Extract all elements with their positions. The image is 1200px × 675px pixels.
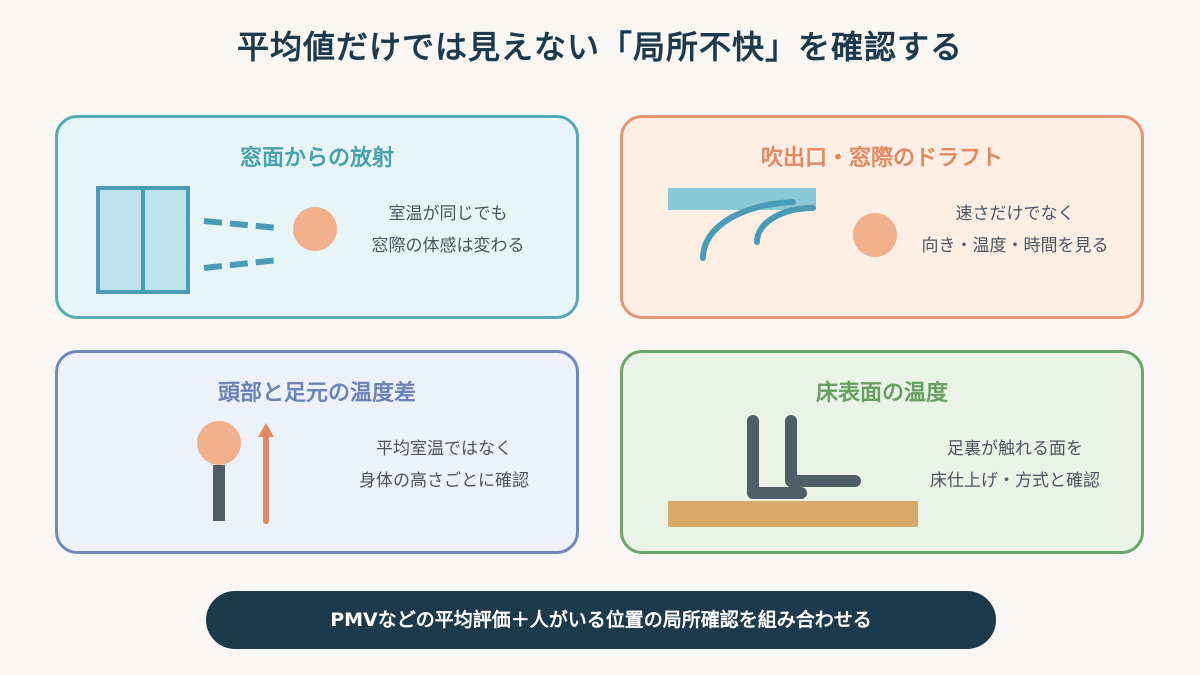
card-description: 平均室温ではなく 身体の高さごとに確認 — [334, 433, 554, 497]
card-window-radiation: 窓面からの放射 室温が同じでも 窓際の体感は変わる — [55, 115, 579, 319]
summary-banner: PMVなどの平均評価＋人がいる位置の局所確認を組み合わせる — [206, 591, 996, 649]
description-line: 床仕上げ・方式と確認 — [930, 471, 1100, 491]
description-line: 向き・温度・時間を見る — [921, 236, 1109, 256]
floor-temperature-illustration — [668, 415, 918, 527]
feet-icon — [747, 415, 861, 499]
description-line: 足裏が触れる面を — [947, 439, 1083, 459]
description-line: 室温が同じでも — [388, 204, 508, 224]
person-icon — [853, 213, 897, 257]
card-description: 速さだけでなく 向き・温度・時間を見る — [905, 198, 1125, 262]
arrow-up-icon — [258, 423, 274, 524]
draft-illustration — [668, 188, 897, 261]
card-title: 窓面からの放射 — [239, 146, 394, 171]
card-description: 室温が同じでも 窓際の体感は変わる — [348, 198, 548, 262]
floor-icon — [668, 501, 918, 527]
card-title: 床表面の温度 — [815, 381, 948, 406]
card-title: 頭部と足元の温度差 — [217, 381, 416, 406]
window-radiation-illustration — [96, 186, 337, 294]
description-line: 速さだけでなく — [955, 204, 1075, 224]
person-icon — [197, 421, 241, 521]
airflow-arrows-icon — [700, 199, 816, 261]
card-description: 足裏が触れる面を 床仕上げ・方式と確認 — [905, 433, 1125, 497]
page-title: 平均値だけでは見えない「局所不快」を確認する — [236, 28, 963, 66]
description-line: 平均室温ではなく — [376, 439, 512, 459]
vertical-temperature-illustration — [197, 421, 274, 524]
radiation-lines-icon — [203, 218, 279, 271]
card-draft: 吹出口・窓際のドラフト 速さだけでなく 向き・温度・時間を見る — [620, 115, 1144, 319]
air-outlet-icon — [668, 188, 816, 210]
window-icon — [96, 186, 190, 294]
person-icon — [293, 207, 337, 251]
card-title: 吹出口・窓際のドラフト — [760, 146, 1003, 171]
card-vertical-temperature: 頭部と足元の温度差 平均室温ではなく 身体の高さごとに確認 — [55, 350, 579, 554]
card-floor-temperature: 床表面の温度 足裏が触れる面を 床仕上げ・方式と確認 — [620, 350, 1144, 554]
description-line: 窓際の体感は変わる — [371, 236, 525, 256]
description-line: 身体の高さごとに確認 — [359, 471, 529, 491]
